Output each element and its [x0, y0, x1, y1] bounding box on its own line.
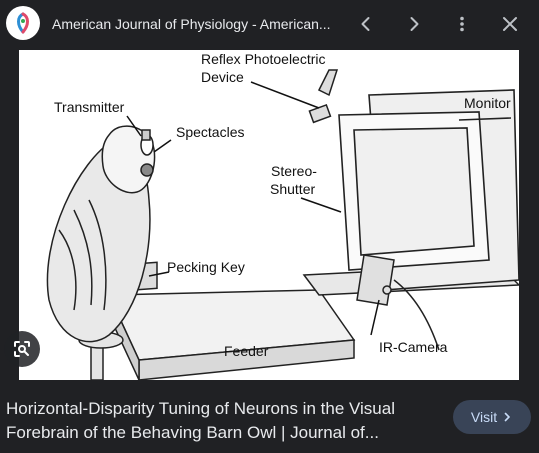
reflex-device [308, 69, 339, 124]
label-pecking-key: Pecking Key [167, 259, 245, 275]
spectacles [140, 129, 154, 156]
site-favicon-icon[interactable] [6, 6, 40, 40]
caption-line-2: Forebrain of the Behaving Barn Owl | Jou… [6, 423, 379, 442]
previous-button[interactable] [351, 9, 381, 39]
chevron-left-icon [361, 17, 370, 31]
more-options-button[interactable] [447, 9, 477, 39]
lens-icon [14, 341, 30, 357]
viewer-header: American Journal of Physiology - America… [0, 0, 539, 48]
owl-experiment-illustration: Reflex Photoelectric Device Monitor Tran… [46, 51, 519, 380]
label-transmitter: Transmitter [54, 99, 125, 115]
barn-owl [46, 125, 156, 343]
chevron-right-icon [410, 17, 419, 31]
monitor [338, 89, 519, 291]
label-feeder: Feeder [224, 343, 269, 359]
site-title[interactable]: American Journal of Physiology - America… [52, 16, 331, 32]
next-button[interactable] [399, 9, 429, 39]
label-pointers [126, 81, 380, 336]
visit-button-label: Visit [470, 409, 498, 425]
label-reflex-line2: Device [201, 69, 244, 85]
chevron-right-icon [504, 412, 510, 422]
label-spectacles: Spectacles [176, 124, 244, 140]
lens-search-button[interactable] [4, 331, 40, 367]
visit-button[interactable]: Visit [453, 400, 531, 434]
label-ir-camera: IR-Camera [379, 339, 448, 355]
ir-camera [356, 254, 440, 351]
image-caption[interactable]: Horizontal-Disparity Tuning of Neurons i… [6, 397, 436, 445]
label-reflex-line1: Reflex Photoelectric [201, 51, 326, 67]
preview-image[interactable]: Reflex Photoelectric Device Monitor Tran… [19, 50, 519, 380]
close-button[interactable] [495, 9, 525, 39]
label-stereo-line1: Stereo- [271, 163, 317, 179]
caption-line-1: Horizontal-Disparity Tuning of Neurons i… [6, 399, 395, 418]
more-vert-icon [460, 16, 464, 32]
label-stereo-line2: Shutter [270, 181, 315, 197]
close-icon [503, 17, 517, 31]
label-monitor: Monitor [464, 95, 511, 111]
